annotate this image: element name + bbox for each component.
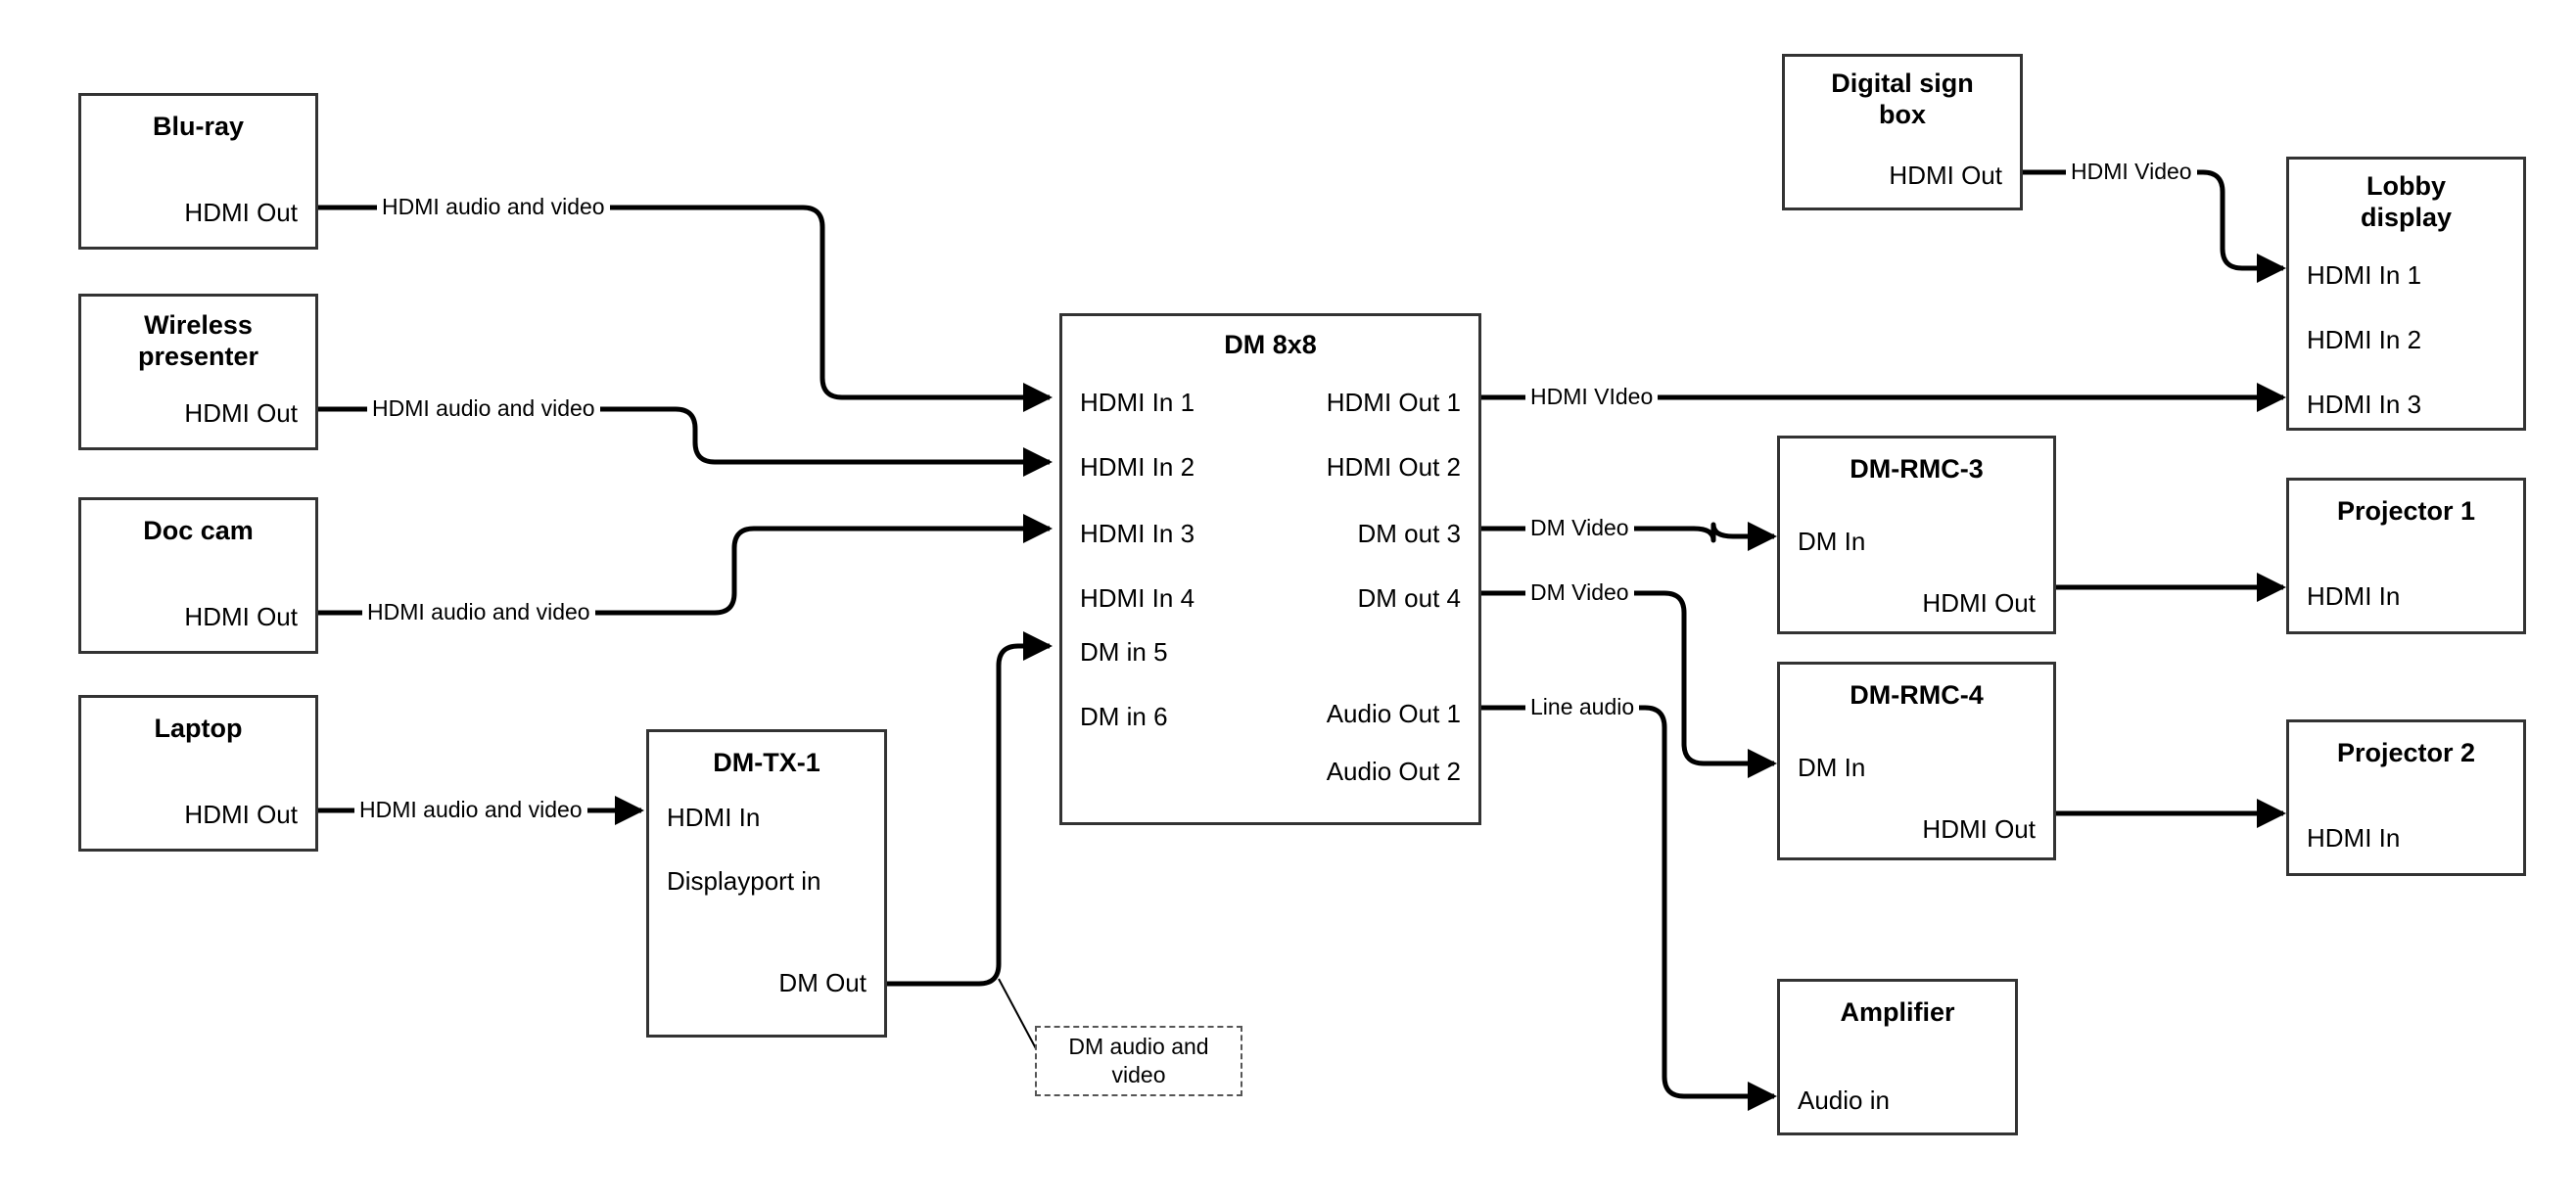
wire-label-dm-video-out3: DM Video: [1525, 517, 1634, 539]
node-dm-8x8-port-audio-out-2[interactable]: Audio Out 2: [1326, 757, 1461, 786]
node-dm-tx-1-port-displayport-in[interactable]: Displayport in: [667, 866, 821, 896]
node-dm-rmc-3[interactable]: DM-RMC-3 DM In HDMI Out: [1777, 436, 2056, 634]
node-digital-sign-box-port-hdmi-out[interactable]: HDMI Out: [1889, 161, 2002, 190]
wire-label-bluray: HDMI audio and video: [377, 196, 610, 218]
node-dm-rmc-4[interactable]: DM-RMC-4 DM In HDMI Out: [1777, 662, 2056, 860]
node-dm-8x8-port-hdmi-in-2[interactable]: HDMI In 2: [1080, 452, 1195, 482]
node-bluray[interactable]: Blu-ray HDMI Out: [78, 93, 318, 250]
node-dm-tx-1-title: DM-TX-1: [713, 748, 820, 777]
node-dm-8x8-title: DM 8x8: [1224, 330, 1317, 359]
node-dm-rmc-3-title: DM-RMC-3: [1850, 454, 1984, 484]
node-dm-8x8-port-hdmi-out-1[interactable]: HDMI Out 1: [1326, 388, 1461, 417]
wire-dm8x8-out4-to-rmc4: [1481, 590, 1777, 778]
node-dm-8x8-port-hdmi-in-4[interactable]: HDMI In 4: [1080, 583, 1195, 613]
node-dm-8x8-port-audio-out-1[interactable]: Audio Out 1: [1326, 699, 1461, 728]
node-projector-2-port-hdmi-in[interactable]: HDMI In: [2307, 823, 2401, 853]
node-digital-sign-box[interactable]: Digital sign box HDMI Out: [1782, 54, 2023, 210]
node-lobby-display-port-hdmi-in-1[interactable]: HDMI In 1: [2307, 260, 2422, 290]
wire-dm8x8-audio1-to-amp: [1481, 705, 1777, 1111]
node-doc-cam-port-hdmi-out[interactable]: HDMI Out: [184, 602, 298, 631]
node-dm-rmc-3-port-hdmi-out[interactable]: HDMI Out: [1922, 588, 2036, 618]
wire-label-hdmi-video-signbox: HDMI Video: [2066, 161, 2197, 183]
wire-label-wireless: HDMI audio and video: [367, 397, 600, 420]
node-dm-8x8-port-dm-out-4[interactable]: DM out 4: [1357, 583, 1462, 613]
wire-label-doccam: HDMI audio and video: [362, 601, 595, 624]
wire-dmtx1-to-dm8x8-in5: [887, 631, 1053, 987]
node-dm-8x8[interactable]: DM 8x8 HDMI In 1 HDMI In 2 HDMI In 3 HDM…: [1059, 313, 1481, 825]
wire-label-laptop: HDMI audio and video: [354, 799, 587, 821]
node-dm-tx-1-port-dm-out[interactable]: DM Out: [778, 968, 866, 997]
callout-dm-audio-video: DM audio and video: [1035, 1026, 1242, 1096]
node-wireless-presenter-port-hdmi-out[interactable]: HDMI Out: [184, 398, 298, 428]
node-amplifier-title: Amplifier: [1840, 997, 1955, 1027]
node-dm-8x8-port-dm-out-3[interactable]: DM out 3: [1357, 519, 1462, 548]
node-bluray-title: Blu-ray: [152, 112, 245, 141]
node-dm-8x8-port-hdmi-in-1[interactable]: HDMI In 1: [1080, 388, 1195, 417]
node-amplifier-port-audio-in[interactable]: Audio in: [1798, 1086, 1890, 1115]
node-bluray-port-hdmi-out[interactable]: HDMI Out: [184, 198, 298, 227]
node-dm-rmc-3-port-dm-in[interactable]: DM In: [1798, 527, 1866, 556]
node-dm-tx-1[interactable]: DM-TX-1 HDMI In Displayport in DM Out: [646, 729, 887, 1038]
node-laptop-port-hdmi-out[interactable]: HDMI Out: [184, 800, 298, 829]
node-lobby-display-title: Lobby display: [2360, 171, 2453, 232]
node-laptop[interactable]: Laptop HDMI Out: [78, 695, 318, 852]
wire-label-line-audio: Line audio: [1525, 696, 1640, 718]
node-doc-cam[interactable]: Doc cam HDMI Out: [78, 497, 318, 654]
wire-label-hdmi-video-out1: HDMI VIdeo: [1525, 386, 1659, 408]
node-projector-1-title: Projector 1: [2336, 496, 2476, 526]
node-projector-2[interactable]: Projector 2 HDMI In: [2286, 719, 2526, 876]
node-lobby-display-port-hdmi-in-2[interactable]: HDMI In 2: [2307, 325, 2422, 354]
node-dm-rmc-4-port-hdmi-out[interactable]: HDMI Out: [1922, 814, 2036, 844]
node-wireless-presenter-title: Wireless presenter: [137, 310, 259, 371]
node-dm-8x8-port-hdmi-in-3[interactable]: HDMI In 3: [1080, 519, 1195, 548]
node-dm-rmc-4-port-dm-in[interactable]: DM In: [1798, 753, 1866, 782]
callout-leader-line: [998, 978, 1039, 1053]
node-digital-sign-box-title: Digital sign box: [1831, 69, 1974, 129]
node-dm-8x8-port-hdmi-out-2[interactable]: HDMI Out 2: [1326, 452, 1461, 482]
node-projector-1-port-hdmi-in[interactable]: HDMI In: [2307, 581, 2401, 611]
node-dm-8x8-port-dm-in-6[interactable]: DM in 6: [1080, 702, 1168, 731]
node-dm-tx-1-port-hdmi-in[interactable]: HDMI In: [667, 803, 761, 832]
node-projector-2-title: Projector 2: [2336, 738, 2476, 767]
node-lobby-display-port-hdmi-in-3[interactable]: HDMI In 3: [2307, 390, 2422, 419]
node-amplifier[interactable]: Amplifier Audio in: [1777, 979, 2018, 1135]
node-projector-1[interactable]: Projector 1 HDMI In: [2286, 478, 2526, 634]
node-dm-8x8-port-dm-in-5[interactable]: DM in 5: [1080, 637, 1168, 667]
node-wireless-presenter[interactable]: Wireless presenter HDMI Out: [78, 294, 318, 450]
node-lobby-display[interactable]: Lobby display HDMI In 1 HDMI In 2 HDMI I…: [2286, 157, 2526, 431]
node-dm-rmc-4-title: DM-RMC-4: [1850, 680, 1984, 710]
wire-label-dm-video-out4: DM Video: [1525, 581, 1634, 604]
node-laptop-title: Laptop: [154, 714, 243, 743]
wire-signbox-to-lobby-in1: [2023, 169, 2286, 283]
node-doc-cam-title: Doc cam: [143, 516, 254, 545]
wire-bluray-to-dm8x8-in1: [318, 205, 1053, 412]
